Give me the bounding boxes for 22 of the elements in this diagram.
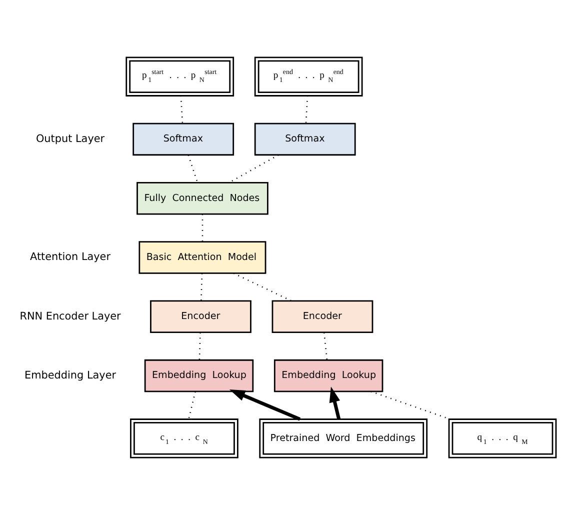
node-box: Basic Attention Model: [138, 240, 266, 274]
label: Output Layer: [36, 132, 105, 144]
arrow: [329, 386, 341, 420]
connector: [188, 154, 198, 182]
connector: [188, 391, 196, 419]
label: Embedding Layer: [24, 368, 116, 381]
node-box: Embedding Lookup: [144, 358, 254, 392]
node-box: Softmax: [254, 122, 356, 156]
node-box: Pretrained Word Embeddings: [259, 418, 428, 458]
connector: [233, 272, 292, 301]
node-box: c$_{1}$ . . . c$_{N}$: [130, 418, 238, 458]
connector: [323, 332, 328, 360]
node-box: q$_{1}$ . . . q$_{M}$: [448, 418, 557, 458]
node-box: Fully Connected Nodes: [136, 182, 268, 214]
node-box: Embedding Lookup: [274, 358, 384, 392]
node-box: Encoder: [150, 300, 252, 332]
label: RNN Encoder Layer: [20, 310, 121, 322]
connector: [370, 390, 450, 420]
node-box: Softmax: [132, 122, 234, 156]
node-box: Encoder: [272, 300, 374, 332]
label: Attention Layer: [30, 250, 111, 263]
arrow: [229, 388, 301, 420]
